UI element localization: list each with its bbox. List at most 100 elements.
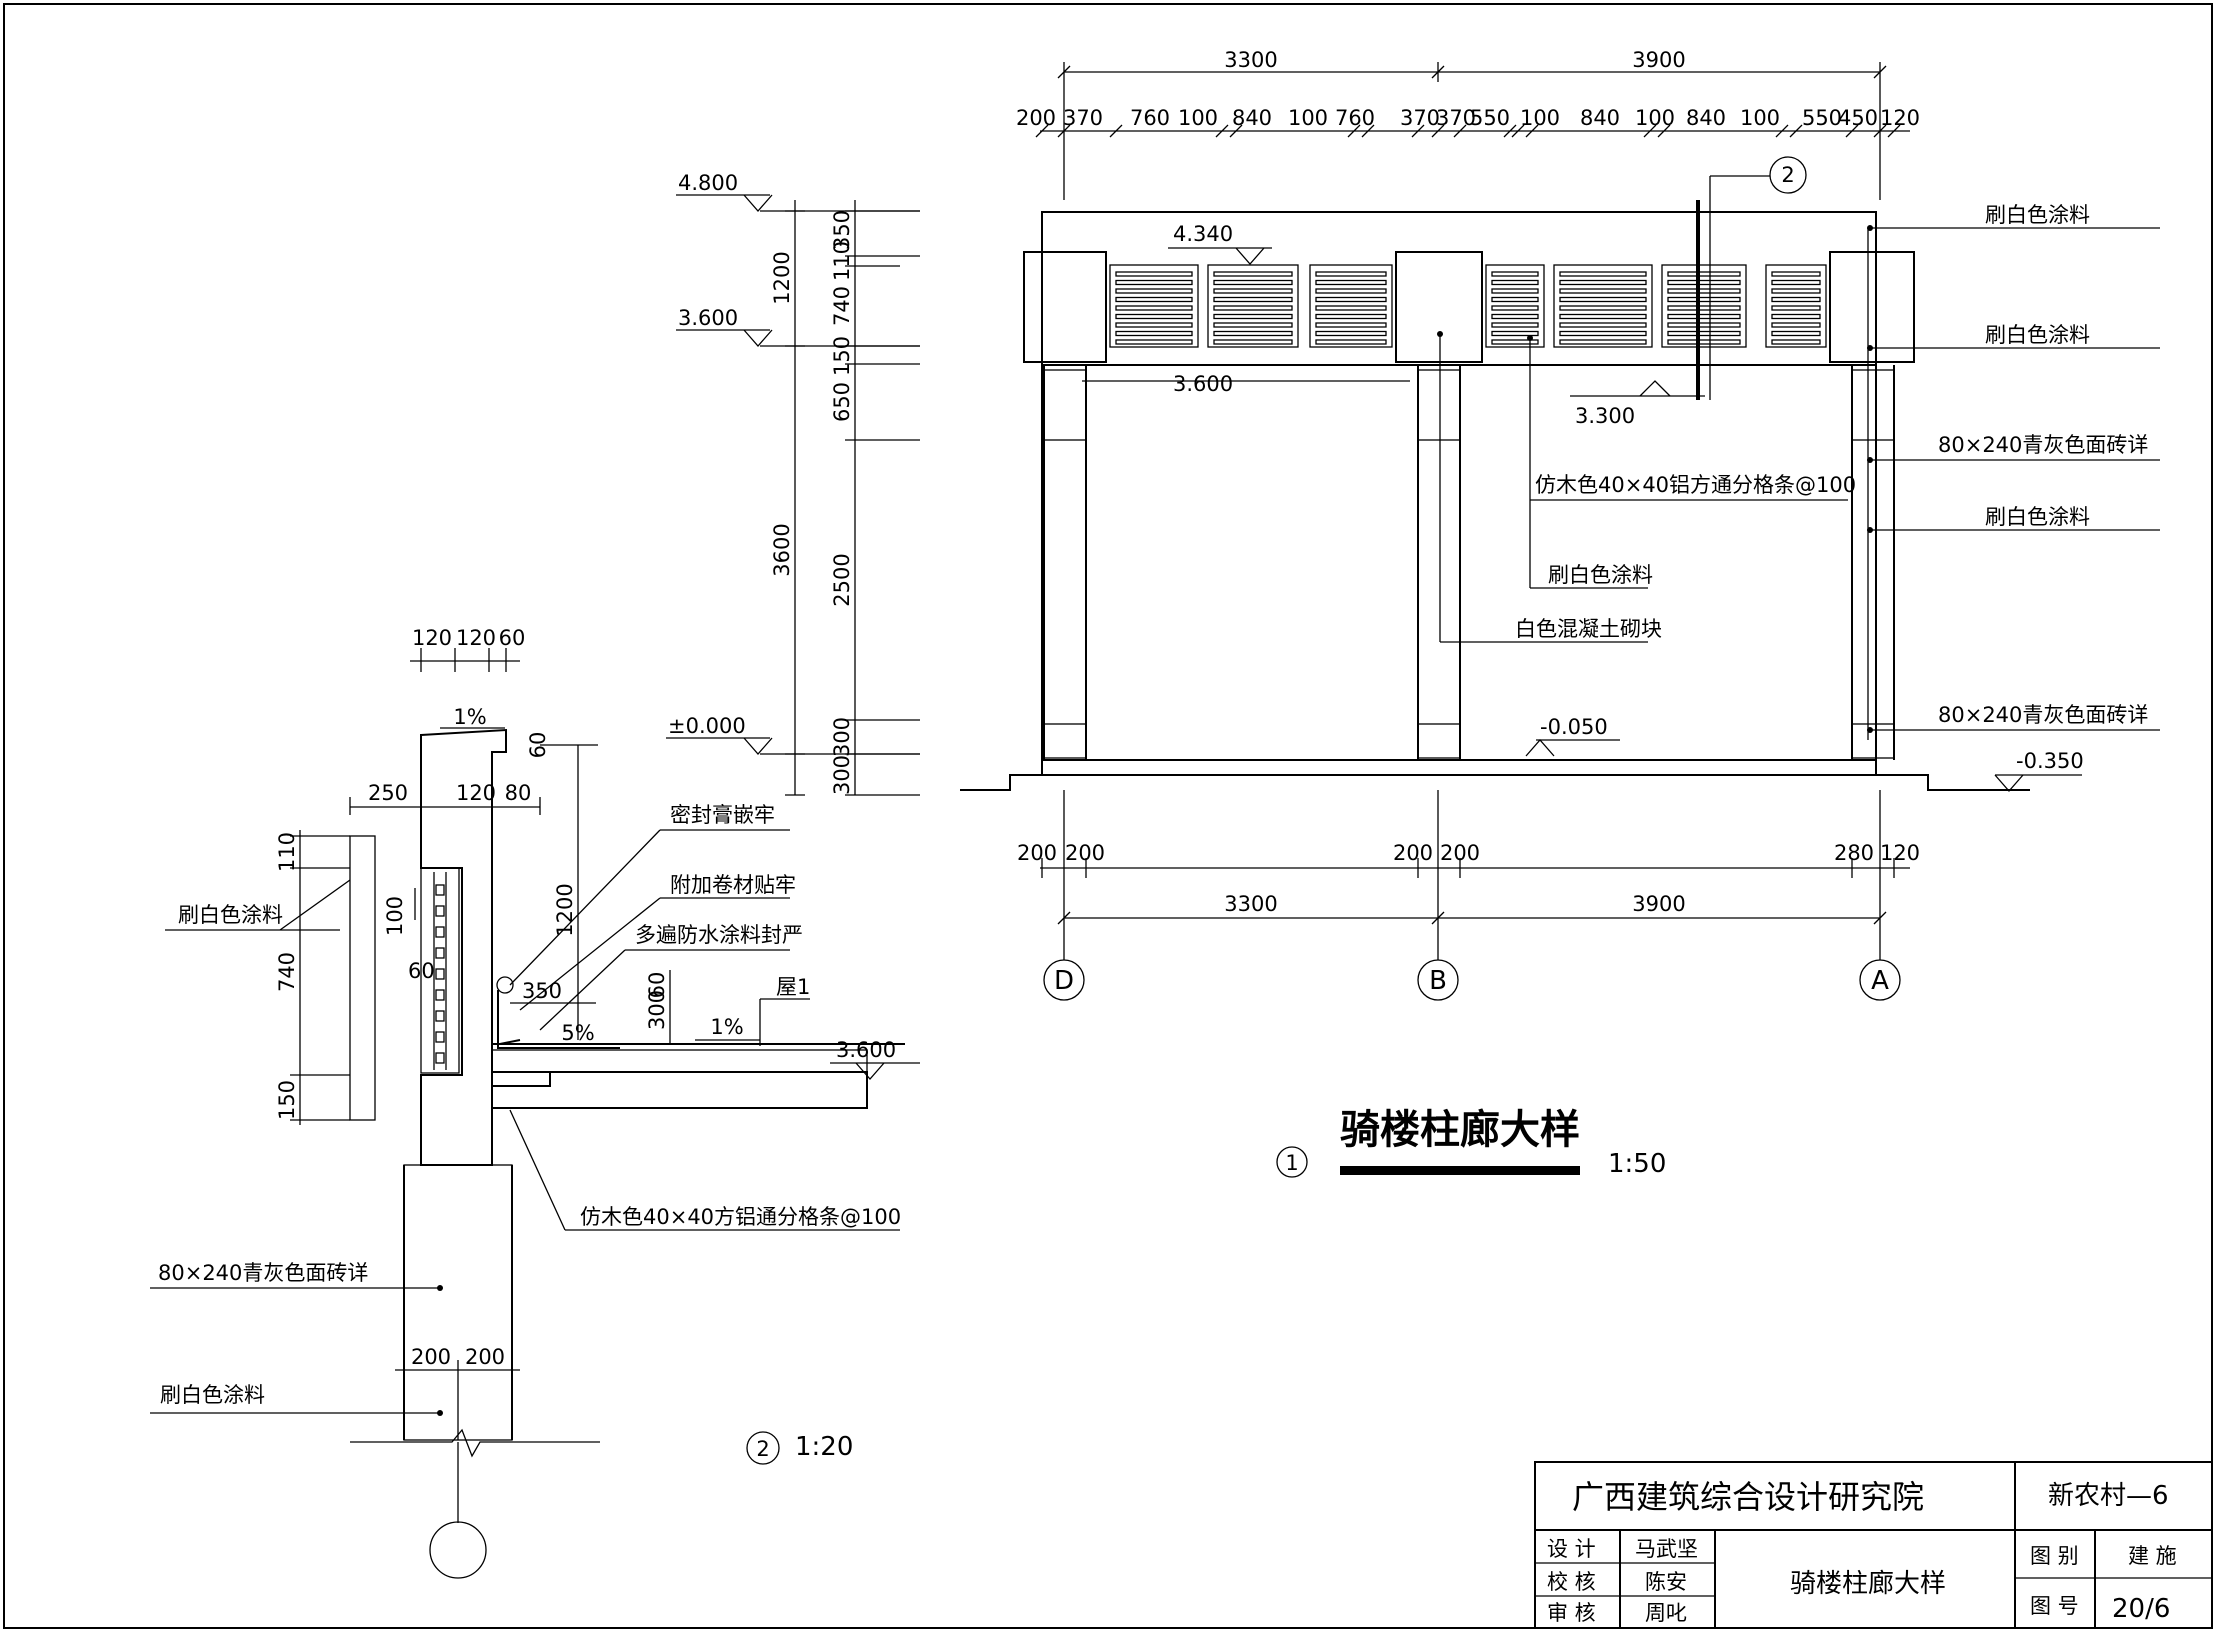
svg-text:A: A [1871, 966, 1889, 996]
sub-dim-10: 100 [1520, 106, 1560, 130]
roof-slab [491, 1071, 868, 1109]
sec-dim-120c: 120 [456, 781, 496, 805]
svg-text:3.600: 3.600 [1173, 372, 1233, 396]
svg-text:刷白色涂料: 刷白色涂料 [178, 903, 283, 927]
column-b [1417, 365, 1461, 760]
sec-vdim-740: 740 [275, 952, 299, 992]
svg-text:B: B [1429, 966, 1447, 996]
sec-bdim-200a: 200 [411, 1345, 451, 1369]
svg-text:4.800: 4.800 [678, 171, 738, 195]
level-3600: 3.600 [676, 306, 920, 347]
sec-scale: 1:20 [795, 1432, 853, 1462]
grille-panel-5 [1661, 264, 1747, 348]
tb-drawing-name: 骑楼柱廊大样 [1790, 1569, 1946, 1599]
section-cut-marker: 2 [1781, 163, 1794, 187]
svg-text:刷白色涂料: 刷白色涂料 [1985, 505, 2090, 529]
level-3300: 3.300 [1570, 380, 1705, 428]
vdim-110: 110 [830, 241, 854, 281]
svg-text:多遍防水涂料封严: 多遍防水涂料封严 [635, 923, 803, 947]
elev-right-notes: 刷白色涂料 刷白色涂料 80×240青灰色面砖详 刷白色涂料 80×240青灰色… [1867, 203, 2160, 733]
sec-slope-5: 5% [561, 1021, 594, 1045]
level-m0350: -0.350 [1994, 749, 2084, 792]
tb-institute: 广西建筑综合设计研究院 [1572, 1478, 1924, 1516]
vdim-650: 650 [830, 382, 854, 422]
bdim-120: 120 [1880, 841, 1920, 865]
tb-project: 新农村—6 [2048, 1481, 2169, 1511]
sub-dim-7: 370 [1400, 106, 1440, 130]
vdim-150: 150 [830, 336, 854, 376]
svg-text:80×240青灰色面砖详: 80×240青灰色面砖详 [158, 1261, 368, 1285]
svg-text:-0.050: -0.050 [1540, 715, 1608, 739]
sec-axis-bubble [429, 1521, 487, 1579]
sec-vdim-100: 100 [383, 896, 407, 936]
sub-dim-12: 100 [1635, 106, 1675, 130]
level-m0050: -0.050 [1525, 715, 1620, 757]
bdim-280: 280 [1834, 841, 1874, 865]
section-slat-7 [435, 1031, 445, 1043]
sec-vdim-150: 150 [275, 1080, 299, 1120]
bdim-200b: 200 [1065, 841, 1105, 865]
sec-notes: 密封膏嵌牢 附加卷材贴牢 多遍防水涂料封严 刷白色涂料 仿木色40×40方铝通分… [150, 803, 901, 1416]
sub-dim-9: 550 [1470, 106, 1510, 130]
sec-dim-60: 60 [499, 626, 526, 650]
sub-dim-4: 840 [1232, 106, 1272, 130]
sub-dim-6: 760 [1335, 106, 1375, 130]
sec-dim-120b: 120 [456, 626, 496, 650]
section-drawing: 120 120 60 1% 250 120 80 60 [150, 626, 920, 1579]
bdim-200a: 200 [1017, 841, 1057, 865]
title-text: 骑楼柱廊大样 [1340, 1107, 1580, 1153]
column-d [1043, 365, 1087, 760]
tb-type-label: 图 别 [2030, 1544, 2079, 1568]
axis-d: D [1043, 959, 1085, 1001]
sub-dim-3: 100 [1178, 106, 1218, 130]
elev-top-dim-2: 3900 [1632, 48, 1685, 72]
sub-dim-14: 100 [1740, 106, 1780, 130]
bdim-200d: 200 [1440, 841, 1480, 865]
svg-text:白色混凝土砌块: 白色混凝土砌块 [1515, 617, 1662, 641]
sub-dim-5: 100 [1288, 106, 1328, 130]
sec-vdim-110: 110 [275, 832, 299, 872]
elev-inner-notes: 仿木色40×40铝方通分格条@100 刷白色涂料 白色混凝土砌块 [1437, 331, 1856, 643]
sec-dim-350: 350 [522, 979, 562, 1003]
grille-panel-1 [1207, 264, 1299, 348]
grille-panel-0 [1109, 264, 1199, 348]
svg-text:仿木色40×40铝方通分格条@100: 仿木色40×40铝方通分格条@100 [1535, 473, 1856, 497]
sec-dim-250: 250 [368, 781, 408, 805]
section-slat-0 [435, 884, 445, 896]
sec-roof-label: 屋1 [776, 975, 810, 999]
svg-text:刷白色涂料: 刷白色涂料 [160, 1383, 265, 1407]
sub-dim-2: 760 [1130, 106, 1170, 130]
vdim-3600: 3600 [770, 523, 794, 576]
column-a [1851, 228, 1895, 760]
title-scale: 1:50 [1608, 1149, 1666, 1179]
tb-name-check: 陈安 [1645, 1570, 1687, 1594]
axis-a: A [1859, 959, 1901, 1001]
sub-dim-15: 550 [1802, 106, 1842, 130]
tb-type-value: 建 施 [2128, 1544, 2177, 1568]
sub-dim-0: 200 [1016, 106, 1056, 130]
svg-text:刷白色涂料: 刷白色涂料 [1985, 323, 2090, 347]
section-slat-1 [435, 905, 445, 917]
svg-text:仿木色40×40方铝通分格条@100: 仿木色40×40方铝通分格条@100 [580, 1205, 901, 1229]
tb-name-design: 马武坚 [1635, 1537, 1698, 1561]
tb-role-review: 审 核 [1547, 1601, 1596, 1625]
axis-b: B [1417, 959, 1459, 1001]
bdim-3300: 3300 [1224, 892, 1277, 916]
tb-num-value: 20/6 [2112, 1594, 2170, 1624]
svg-text:刷白色涂料: 刷白色涂料 [1548, 563, 1653, 587]
svg-text:4.340: 4.340 [1173, 222, 1233, 246]
sec-slope-top: 1% [453, 705, 486, 729]
vdim-740: 740 [830, 286, 854, 326]
level-3600-inner: 3.600 [1082, 372, 1410, 396]
svg-text:-0.350: -0.350 [2016, 749, 2084, 773]
grille-panel-2 [1309, 264, 1393, 348]
elev-top-dim-1: 3300 [1224, 48, 1277, 72]
section-slat-8 [435, 1052, 445, 1064]
vdim-300a: 300 [830, 755, 854, 795]
svg-text:刷白色涂料: 刷白色涂料 [1985, 203, 2090, 227]
svg-text:1: 1 [1285, 1151, 1298, 1175]
svg-text:3.600: 3.600 [678, 306, 738, 330]
sub-dim-16: 450 [1838, 106, 1878, 130]
title-block: 广西建筑综合设计研究院 新农村—6 设 计 校 核 审 核 马武坚 陈安 周叱 … [1534, 1461, 2213, 1629]
